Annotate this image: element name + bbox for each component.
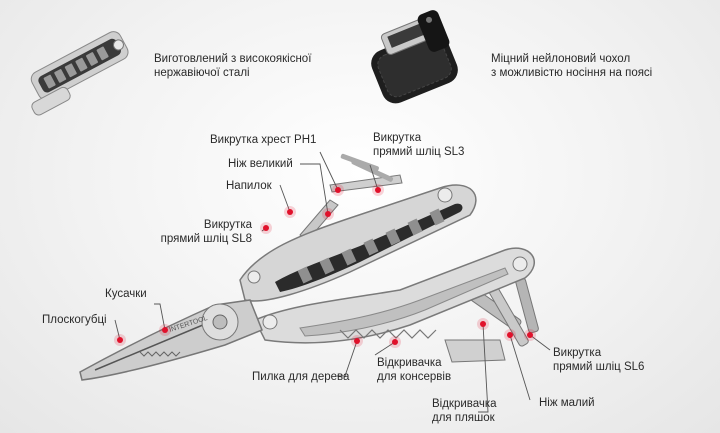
multitool-closed-image <box>30 31 129 116</box>
callout-file: Напилок <box>226 180 272 192</box>
lower-handle <box>253 247 535 344</box>
feature-case-text: Міцний нейлоновий чохол з можливістю нос… <box>491 53 653 79</box>
callout-sl8: Викрутка прямий шліц SL8 <box>160 219 252 245</box>
callout-pliers: Плоскогубці <box>42 314 107 326</box>
pliers-head <box>79 299 263 381</box>
feature-steel-text: Виготовлений з високоякісної нержавіючої… <box>154 53 312 79</box>
callout-cutters: Кусачки <box>105 288 147 300</box>
small-tools <box>299 153 539 363</box>
callout-can-opener: Відкривачка для консервів <box>377 357 452 383</box>
callout-small-knife: Ніж малий <box>539 397 595 409</box>
callout-saw: Пилка для дерева <box>252 371 350 383</box>
callout-big-knife: Ніж великий <box>228 158 293 170</box>
callout-leaders <box>114 151 551 413</box>
callout-sl3: Викрутка прямий шліц SL3 <box>373 132 465 158</box>
callout-bottle-opener: Відкривачка для пляшок <box>432 398 497 424</box>
callout-ph1: Викрутка хрест PH1 <box>210 134 317 146</box>
callout-sl6: Викрутка прямий шліц SL6 <box>553 347 645 373</box>
nylon-case-image <box>371 10 458 104</box>
callout-markers <box>114 184 536 348</box>
upper-handle <box>239 184 477 302</box>
